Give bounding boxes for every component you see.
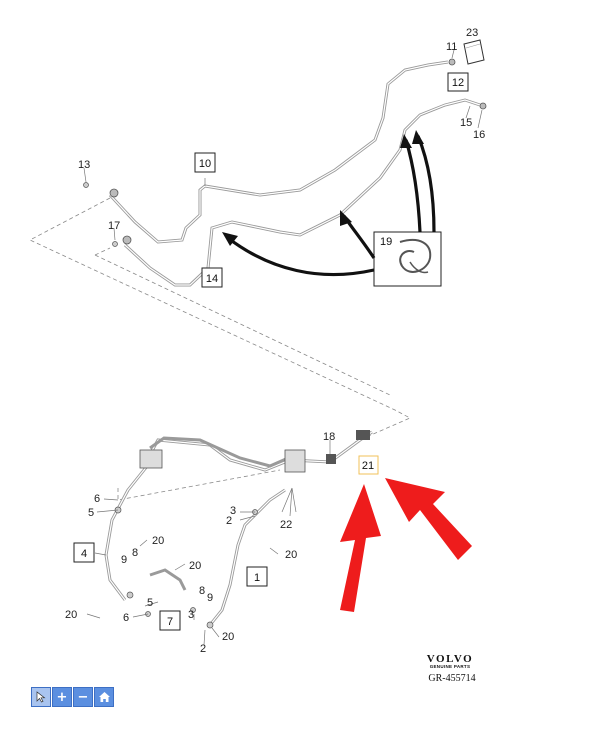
part-label-5: 5 [88,507,94,519]
part-label-6-b: 6 [123,612,129,624]
upper-pipe-assembly [83,58,487,287]
red-arrow-left [340,484,381,612]
part-label-18: 18 [323,431,335,443]
brand-name: VOLVO [426,653,474,665]
part-label-15: 15 [460,117,472,129]
part-label-4: 4 [81,548,87,560]
home-button[interactable] [94,687,114,707]
part-label-5-b: 5 [147,597,153,609]
part-label-12: 12 [452,77,464,89]
part-label-1: 1 [254,572,260,584]
diagram-code: GR-455714 [428,673,476,684]
cover-plate-23 [463,39,485,65]
part-label-7: 7 [167,616,173,628]
zoom-out-button[interactable]: − [73,687,93,707]
part-label-20-b: 20 [189,560,201,572]
pointer-arrows [222,130,436,277]
part-label-3: 3 [230,505,236,517]
part-label-21: 21 [362,460,374,472]
part-label-14: 14 [206,273,218,285]
part-label-10: 10 [199,158,211,170]
red-arrows [340,478,472,612]
part-labels: 23 11 15 16 13 17 18 22 6 5 9 8 20 20 20… [65,27,485,655]
plus-icon: + [56,689,68,705]
part-label-8-b: 8 [199,585,205,597]
home-icon [98,692,110,702]
cursor-icon [36,691,46,703]
select-button[interactable] [31,687,51,707]
clip-19-detail [373,231,442,287]
zoom-in-button[interactable]: + [52,687,72,707]
part-label-13: 13 [78,159,90,171]
part-label-6: 6 [94,493,100,505]
brand-logo: VOLVO GENUINE PARTS [410,653,490,669]
part-label-20-e: 20 [222,631,234,643]
part-label-11: 11 [446,41,457,53]
boxed-labels: 12 10 14 19 21 4 1 7 [73,72,469,631]
part-label-2: 2 [226,515,232,527]
leader-lines [83,45,483,646]
red-arrow-right [385,478,472,560]
part-label-19: 19 [380,236,392,248]
brand-tagline: GENUINE PARTS [429,664,471,669]
viewer-toolbar: + − [31,687,114,707]
part-label-20-c: 20 [285,549,297,561]
part-label-17: 17 [108,220,120,232]
assembly-outline [29,197,411,501]
part-label-9-b: 9 [207,592,213,604]
part-label-23: 23 [466,27,478,39]
part-label-20-a: 20 [152,535,164,547]
part-label-3-b: 3 [188,609,194,621]
minus-icon: − [77,689,89,705]
part-label-2-b: 2 [200,643,206,655]
part-label-22: 22 [280,519,292,531]
part-label-8: 8 [132,547,138,559]
part-label-20-d: 20 [65,609,77,621]
part-label-16: 16 [473,129,485,141]
part-label-9: 9 [121,554,127,566]
lower-hose-assembly [104,430,373,629]
